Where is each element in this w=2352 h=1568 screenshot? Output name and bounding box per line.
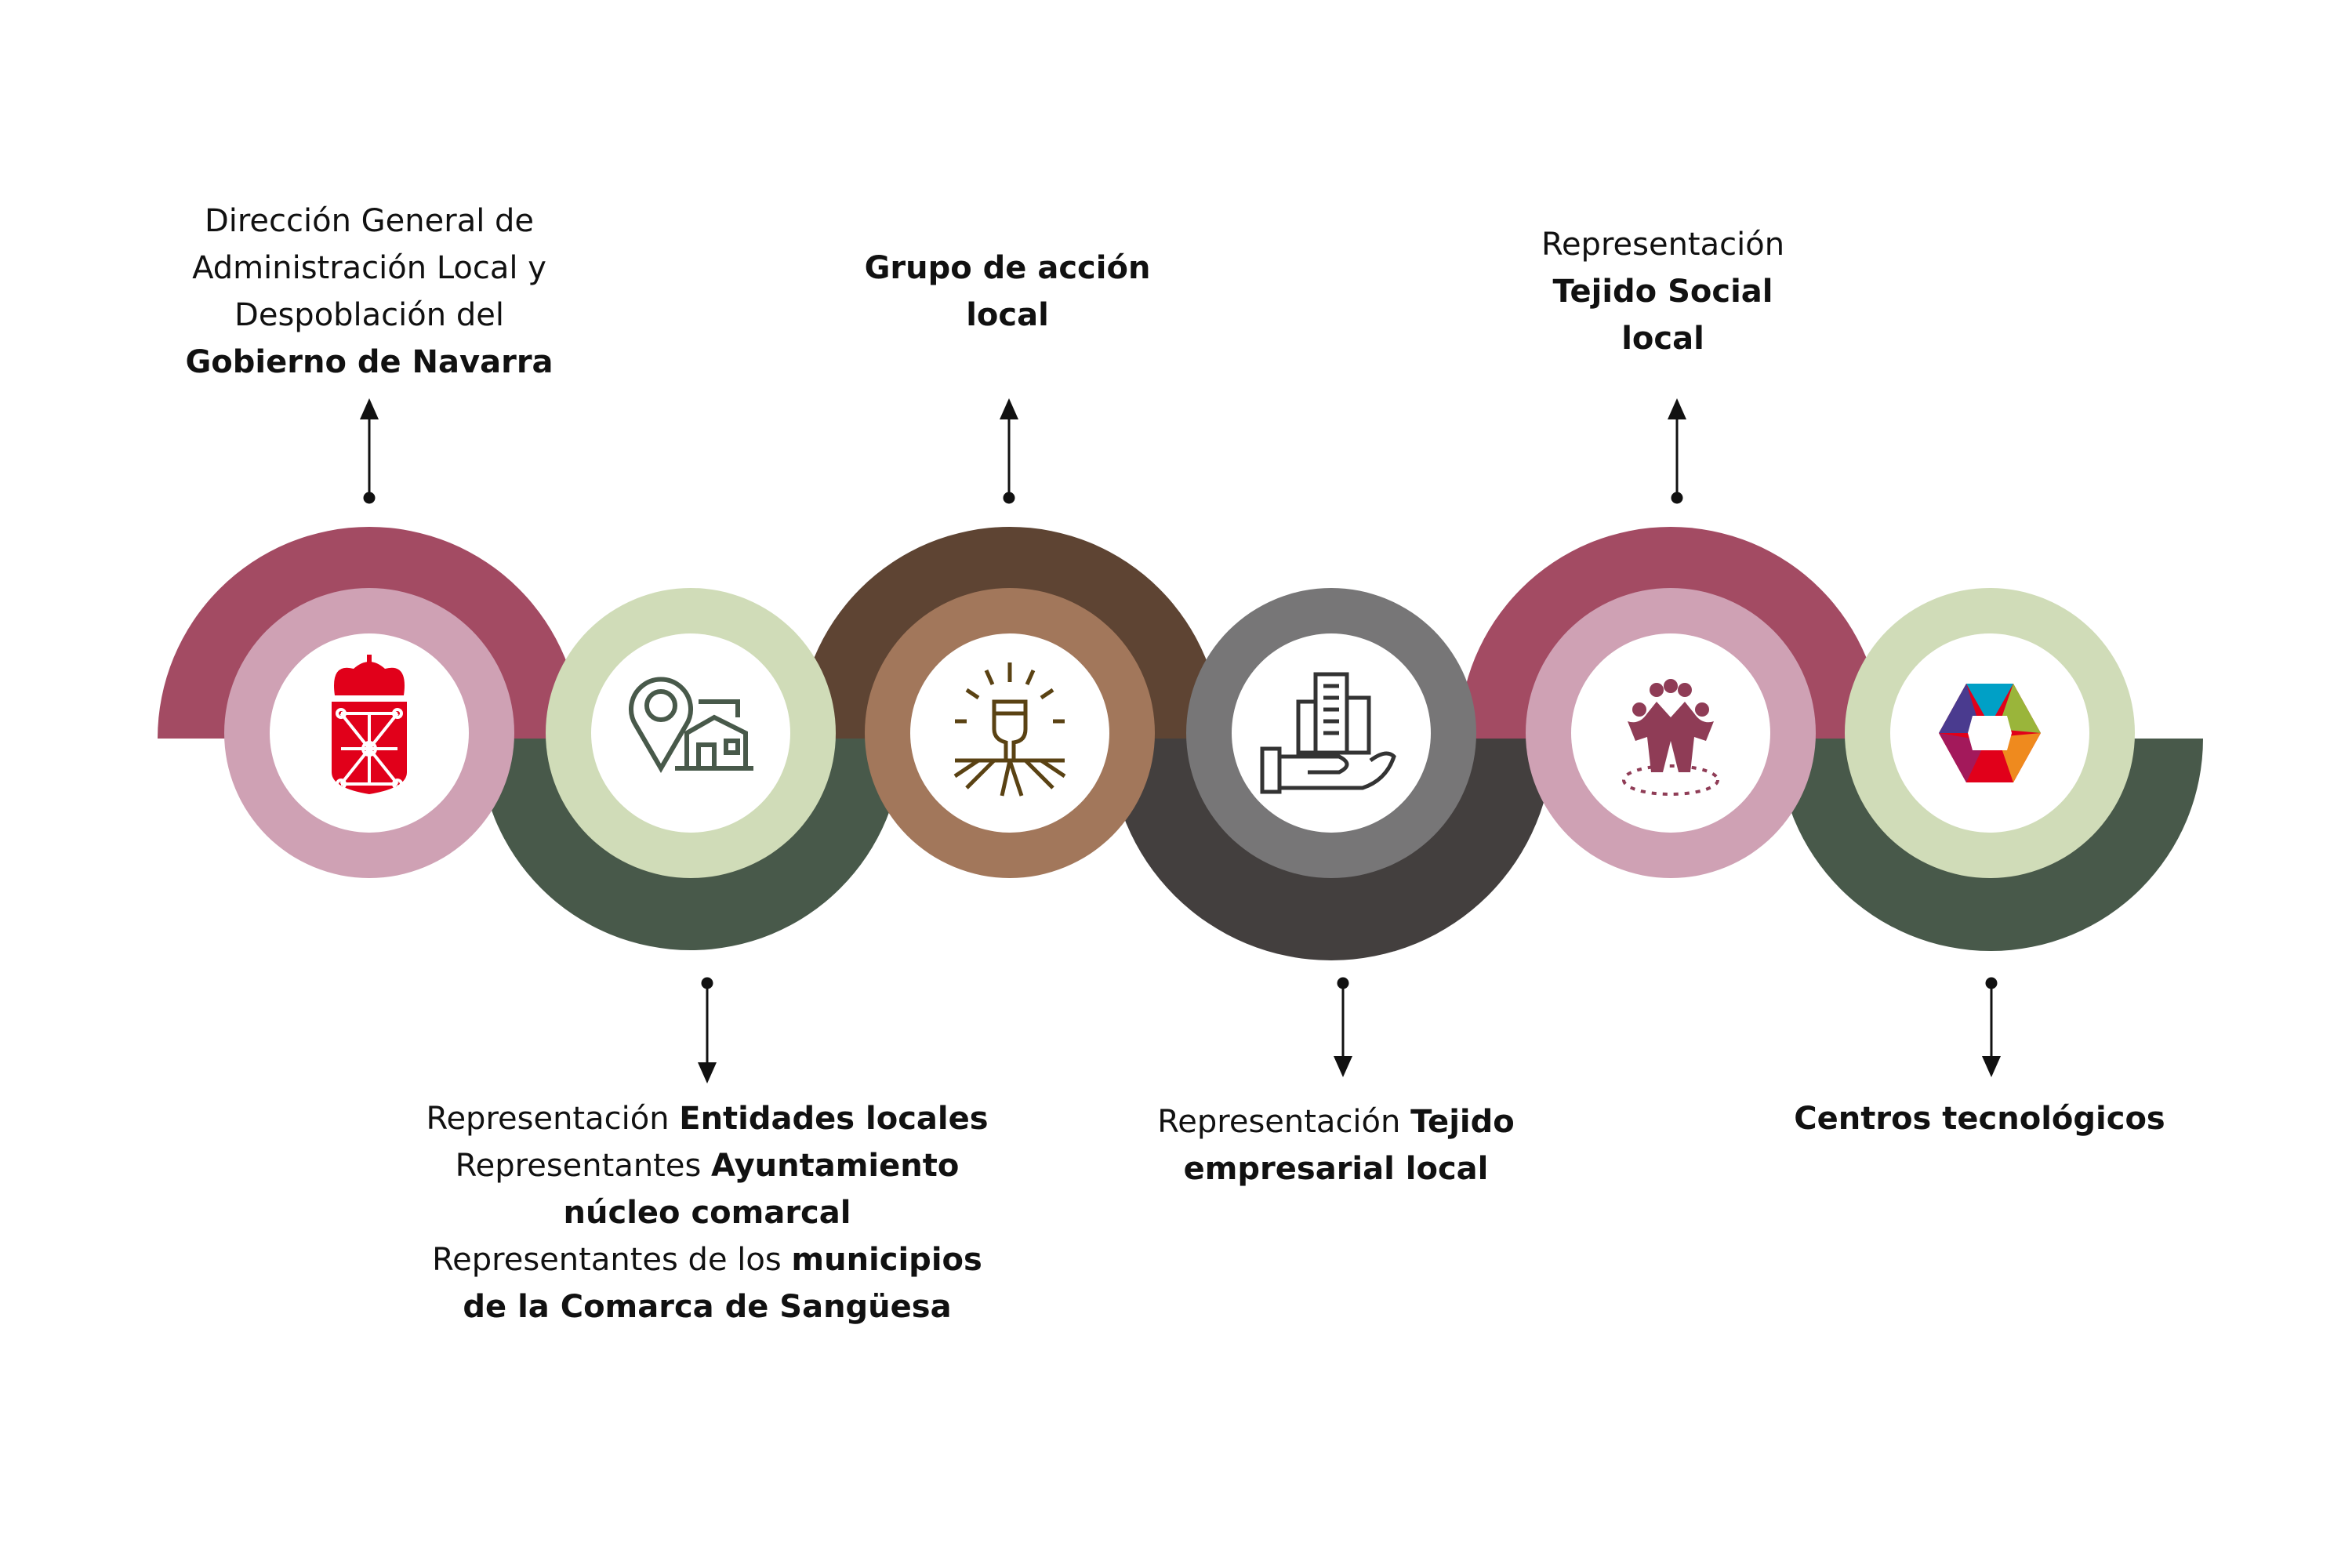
- label-line: Grupo de acción: [864, 250, 1151, 286]
- label-text: Representación: [426, 1101, 680, 1137]
- colorful-hexagon-logo-icon: [1939, 684, 2041, 782]
- label-text: Representantes: [455, 1148, 712, 1184]
- label-text: Centros tecnológicos: [1794, 1101, 2165, 1137]
- label-line: Representación: [1541, 227, 1785, 263]
- connector-5: [1668, 398, 1686, 504]
- navarra-coat-of-arms-icon: [332, 655, 407, 794]
- location-house-icon: [629, 677, 753, 773]
- label-text: Tejido: [1410, 1104, 1515, 1140]
- connector-1: [360, 398, 379, 504]
- label-text: municipios: [791, 1242, 982, 1278]
- label-text: empresarial local: [1183, 1151, 1489, 1187]
- label-text: Ayuntamiento: [711, 1148, 960, 1184]
- label-tejido-empresarial: Representación Tejido empresarial local: [1157, 1098, 1514, 1192]
- label-gobierno-navarra: Dirección General de Administración Loca…: [185, 198, 553, 386]
- connector-2: [698, 977, 717, 1083]
- label-entidades-locales: Representación Entidades locales Represe…: [426, 1095, 988, 1330]
- label-line: local: [1621, 321, 1704, 357]
- label-text: Representantes de los: [432, 1242, 792, 1278]
- label-text: núcleo comarcal: [563, 1195, 851, 1231]
- label-grupo-accion-local: Grupo de acción local: [865, 245, 1151, 339]
- label-line: Tejido Social: [1552, 274, 1773, 310]
- label-line: Administración Local y: [192, 250, 546, 286]
- label-text: Entidades locales: [679, 1101, 989, 1137]
- label-line: Despoblación del: [234, 297, 504, 333]
- label-text: Representación: [1157, 1104, 1411, 1140]
- building-in-hand-icon: [1260, 672, 1396, 794]
- label-text: de la Comarca de Sangüesa: [463, 1289, 952, 1325]
- label-centros-tecnologicos: Centros tecnológicos: [1794, 1095, 2165, 1142]
- label-line: Dirección General de: [204, 203, 535, 239]
- connector-4: [1334, 977, 1352, 1077]
- connector-3: [1000, 398, 1018, 504]
- label-line: Gobierno de Navarra: [185, 344, 554, 380]
- raised-fist-roots-icon: [953, 662, 1066, 797]
- ring-3: [865, 588, 1155, 878]
- connector-6: [1982, 977, 2001, 1077]
- label-tejido-social: Representación Tejido Social local: [1541, 221, 1784, 362]
- label-line: local: [966, 297, 1049, 333]
- community-people-icon: [1622, 679, 1719, 796]
